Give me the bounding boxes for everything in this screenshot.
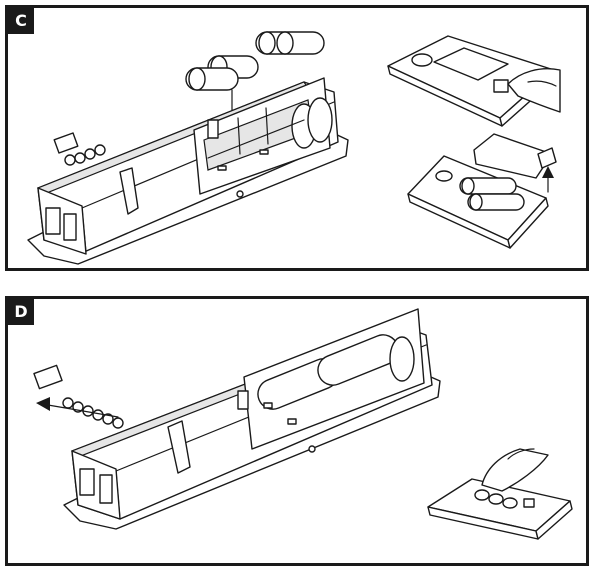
battery-icon	[185, 67, 239, 91]
chain-sprocket	[33, 364, 124, 429]
panel-c: C	[5, 5, 589, 271]
panel-d-illustration	[33, 308, 573, 540]
gate-opener-body	[63, 308, 441, 530]
remote-button-3	[502, 497, 518, 509]
panel-label-c: C	[8, 8, 34, 34]
panel-d: D	[5, 296, 589, 566]
battery-icon	[255, 31, 325, 55]
battery-icon	[467, 193, 525, 211]
chain-sprocket	[53, 132, 106, 166]
batteries-group	[185, 31, 325, 91]
gate-opener-body	[27, 77, 349, 265]
chain-arrow-icon	[36, 397, 119, 418]
panel-label-d: D	[8, 299, 34, 325]
remote-control-button-press	[427, 448, 573, 540]
hand-icon	[481, 448, 549, 492]
remote-button-1	[474, 489, 490, 501]
remote-control-closed	[387, 35, 561, 127]
battery-icon	[459, 177, 517, 195]
remote-indicator	[523, 498, 535, 508]
remote-control-open	[407, 133, 557, 249]
panel-c-illustration	[27, 31, 561, 265]
lift-arrow-icon	[542, 166, 554, 193]
remote-button-2	[488, 493, 504, 505]
